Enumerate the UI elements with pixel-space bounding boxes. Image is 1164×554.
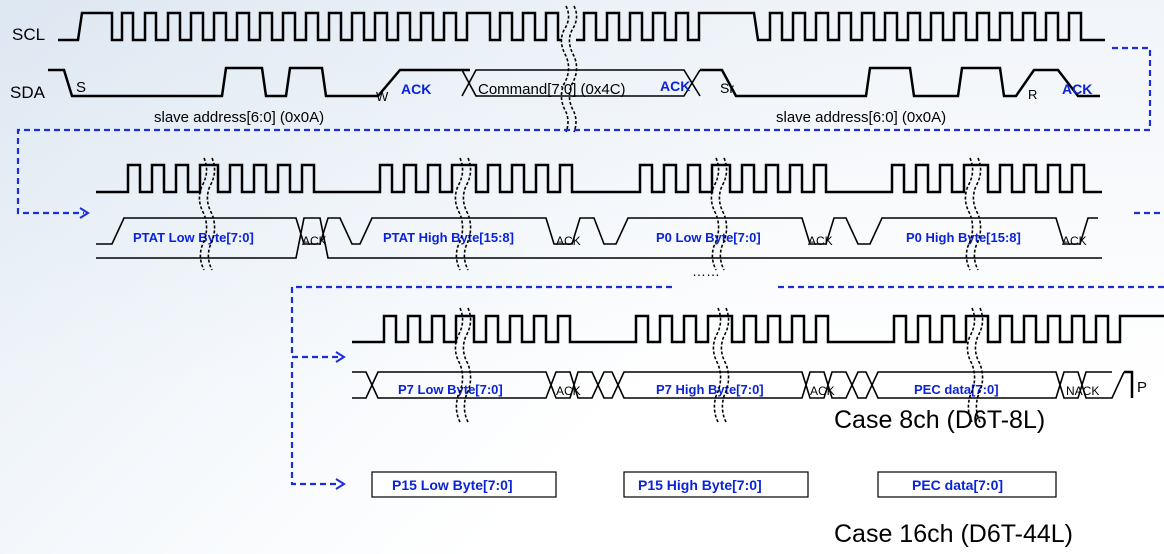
start-label: S [76, 79, 86, 96]
break-mark-row3-2 [712, 307, 730, 423]
arrow-head-row2 [79, 207, 90, 219]
row4-field-1: P15 Low Byte[7:0] [392, 477, 513, 493]
read-bit-label: R [1028, 87, 1037, 102]
row3-nack: NACK [1066, 384, 1099, 398]
row2-ack-1: ACK [302, 234, 327, 248]
sda-label: SDA [10, 83, 46, 102]
break-mark-row2-4 [964, 157, 982, 271]
row4-box-2 [623, 471, 809, 498]
row3-field-2: P7 High Byte[7:0] [656, 382, 764, 397]
row2-ack-4: ACK [1062, 234, 1087, 248]
break-mark-row2-1 [198, 157, 216, 271]
case-8ch-label: Case 8ch (D6T-8L) [834, 406, 1045, 434]
break-mark-row3-1 [454, 307, 472, 423]
arrow-head-row4 [335, 478, 346, 490]
sda-bus-row2 [96, 217, 1102, 259]
scl-wave-row1-b [576, 11, 1105, 42]
command-label: Command[7:0] (0x4C) [478, 81, 626, 98]
break-mark-row1 [560, 5, 578, 133]
connector-row1-to-row2 [16, 46, 1152, 215]
scl-wave-row2 [96, 163, 1102, 194]
slave-address-label-2: slave address[6:0] (0x0A) [776, 109, 946, 126]
slave-address-label-1: slave address[6:0] (0x0A) [154, 109, 324, 126]
repeated-start-label: Sr [720, 80, 734, 96]
row2-ack-2: ACK [556, 234, 581, 248]
row2-field-1: PTAT Low Byte[7:0] [133, 230, 254, 245]
arrow-head-row3 [335, 351, 346, 363]
break-mark-row3-3 [966, 307, 984, 423]
write-bit-label: W [376, 89, 389, 104]
row4-field-2: P15 High Byte[7:0] [638, 477, 762, 493]
sda-wave-row1-a [48, 66, 470, 98]
row4-field-3: PEC data[7:0] [912, 477, 1003, 493]
stop-label: P [1137, 379, 1147, 396]
row2-field-3: P0 Low Byte[7:0] [656, 230, 761, 245]
row3-field-1: P7 Low Byte[7:0] [398, 382, 503, 397]
row2-field-2: PTAT High Byte[15:8] [383, 230, 514, 245]
row2-field-4: P0 High Byte[15:8] [906, 230, 1021, 245]
break-mark-row2-2 [454, 157, 472, 271]
row3-ack-1: ACK [556, 384, 581, 398]
scl-wave-row1-a [58, 11, 562, 42]
break-mark-row2-3 [710, 157, 728, 271]
row3-ack-2: ACK [810, 384, 835, 398]
ack-label-2: ACK [660, 78, 690, 94]
ack-label-3: ACK [1062, 81, 1092, 97]
connector-to-row4 [290, 362, 340, 486]
row3-field-3: PEC data[7:0] [914, 382, 999, 397]
row4-box-1 [371, 471, 557, 498]
scl-wave-row3 [352, 314, 1164, 344]
connector-row2-to-row3 [290, 285, 672, 359]
row2-ack-3: ACK [808, 234, 833, 248]
case-16ch-label: Case 16ch (D6T-44L) [834, 520, 1073, 548]
ellipsis-label: …… [692, 263, 720, 279]
sda-bus-row3 [352, 371, 1125, 399]
row4-box-3 [877, 471, 1057, 498]
sda-wave-row1-b [700, 66, 1100, 98]
scl-label: SCL [12, 25, 45, 44]
ack-label-1: ACK [401, 81, 431, 97]
sda-bus-command [461, 69, 701, 97]
sda-stop-row3 [1124, 370, 1134, 398]
